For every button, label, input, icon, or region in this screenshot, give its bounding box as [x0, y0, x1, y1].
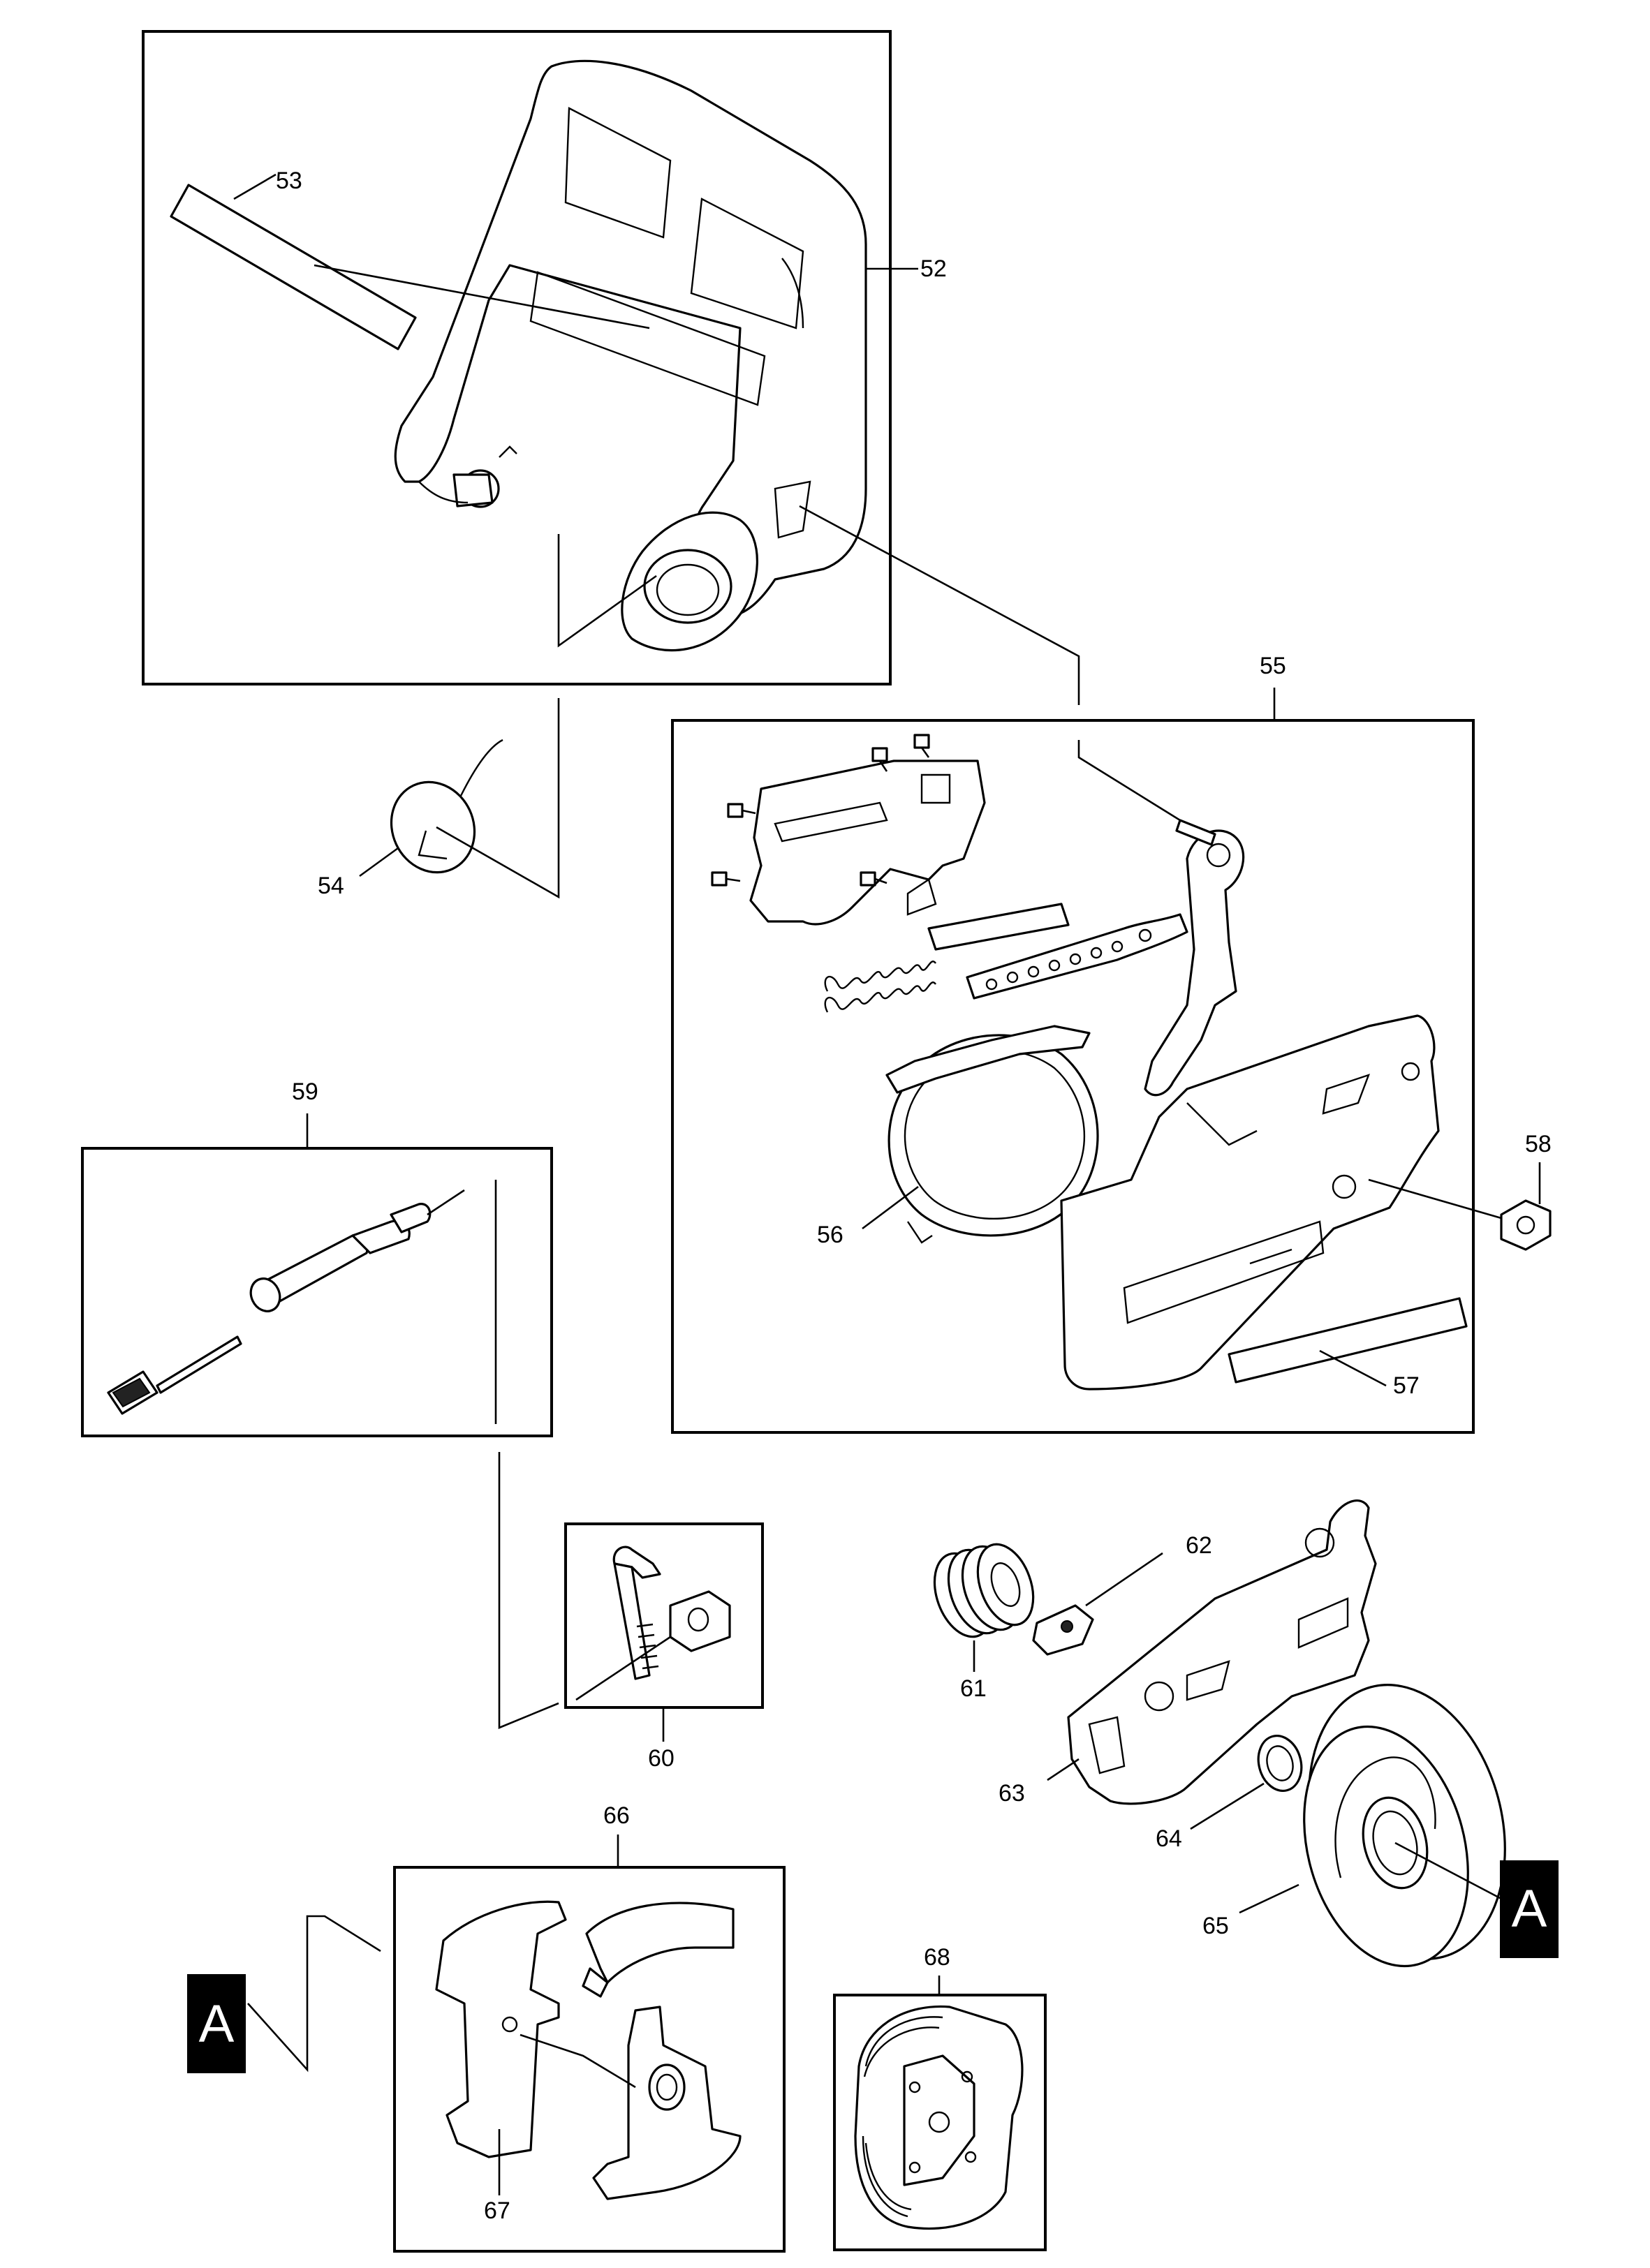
part-label-66: 66 [603, 1802, 630, 1829]
clutch-drum-part-65 [1303, 1684, 1506, 1968]
clutch-shoe-part-66 [435, 1900, 742, 2200]
svg-text:A: A [199, 1994, 235, 2054]
link-bar-part-55e [966, 913, 1188, 1000]
part-label-61: 61 [960, 1675, 987, 1702]
guide-plate-part-63 [1067, 1499, 1377, 1805]
part-label-53: 53 [276, 168, 302, 194]
brake-plate-part-55d [927, 903, 1070, 951]
part-label-59: 59 [292, 1079, 318, 1105]
slider-part-62 [1032, 1604, 1094, 1656]
brake-bracket-part-55a [749, 759, 986, 926]
part-label-56: 56 [817, 1222, 844, 1248]
part-label-63: 63 [999, 1780, 1025, 1807]
clutch-assembly-part-68 [854, 2005, 1024, 2230]
part-label-65: 65 [1202, 1913, 1229, 1939]
part-label-58: 58 [1525, 1131, 1552, 1157]
label-part-53 [170, 184, 417, 350]
brake-band-part-56 [885, 1025, 1099, 1244]
nut-part-58 [1500, 1199, 1552, 1251]
sprocket-cover-part-55g [1060, 1014, 1440, 1391]
leader-lines [233, 173, 1541, 2195]
part-label-68: 68 [924, 1944, 950, 1971]
adjuster-part-59 [107, 1189, 465, 1415]
part-label-57: 57 [1393, 1372, 1420, 1399]
part-label-64: 64 [1156, 1825, 1182, 1852]
reference-marker-a-right: A [1500, 1860, 1559, 1958]
group-box-59 [81, 1147, 553, 1437]
part-label-60: 60 [648, 1745, 675, 1772]
part-label-55: 55 [1260, 653, 1286, 679]
group-box-66 [393, 1866, 786, 2253]
brake-lever-part-55f [1144, 819, 1245, 1097]
group-box-60 [564, 1522, 764, 1709]
washer-part-54 [390, 739, 503, 874]
group-box-55 [671, 719, 1475, 1434]
tensioner-part-60 [612, 1546, 731, 1680]
spring-part-61 [933, 1543, 1035, 1638]
hand-guard-part-52 [394, 59, 867, 652]
screws-part-55b [711, 734, 930, 887]
svg-text:A: A [1512, 1879, 1547, 1939]
label-part-57 [1228, 1297, 1468, 1384]
part-label-62: 62 [1186, 1532, 1212, 1559]
part-label-67: 67 [484, 2197, 510, 2224]
part-labels: 52 53 54 55 56 57 58 59 60 61 62 63 64 6… [276, 168, 1552, 2224]
spring-part-55c [824, 961, 936, 1013]
washer-part-64 [1257, 1734, 1303, 1793]
group-box-52 [142, 30, 892, 685]
part-label-52: 52 [920, 255, 947, 282]
part-label-54: 54 [318, 873, 344, 899]
reference-marker-a-left: A [187, 1974, 246, 2073]
